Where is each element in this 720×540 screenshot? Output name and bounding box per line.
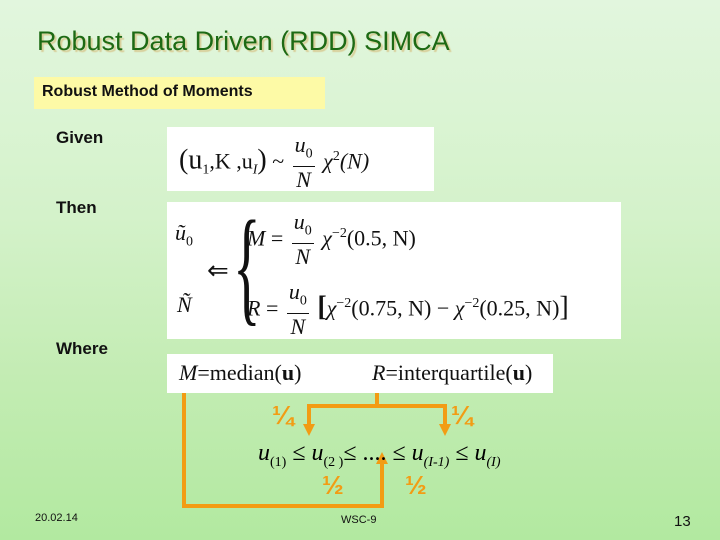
given-formula-box: (u1,K ,uI) ~ u0 N χ2(N) <box>167 127 434 193</box>
page-number: 13 <box>674 513 691 530</box>
arrow-up-icon <box>376 452 388 464</box>
given-formula: (u1,K ,uI) ~ u0 N χ2(N) <box>179 132 370 193</box>
slide-title: Robust Data Driven (RDD) SIMCA <box>37 26 450 56</box>
arrow-down-icon <box>303 424 315 436</box>
brace: { <box>233 195 261 337</box>
subtitle: Robust Method of Moments <box>42 83 253 100</box>
quarter-left: ¼ <box>272 400 294 430</box>
footer-center: WSC-9 <box>341 514 377 526</box>
median-definition: M=median(u) <box>179 360 302 385</box>
half-left: ½ <box>322 470 344 500</box>
label-given: Given <box>56 128 104 147</box>
label-where: Where <box>56 339 108 358</box>
then-formula-box: ũ0 Ñ ⇐ { M = u0 N χ−2(0.5, N) R = u0 N [… <box>167 196 621 340</box>
order-statistics: u(1) ≤ u(2 )≤ .... ≤ u(I-1) ≤ u(I) <box>258 440 501 470</box>
subtitle-box: Robust Method of Moments <box>34 77 325 109</box>
footer-date: 20.02.14 <box>35 512 78 524</box>
u0-tilde: ũ0 <box>175 220 193 250</box>
left-arrow-icon: ⇐ <box>207 256 229 285</box>
fraction-u0-over-N: u0 N <box>292 132 315 193</box>
interquartile-definition: R=interquartile(u) <box>372 360 533 385</box>
M-equation: M = u0 N χ−2(0.5, N) <box>247 209 416 270</box>
label-then: Then <box>56 198 97 217</box>
half-right: ½ <box>405 470 427 500</box>
R-equation: R = u0 N [χ−2(0.75, N) − χ−2(0.25, N)] <box>247 279 569 340</box>
arrow-down-icon <box>439 424 451 436</box>
quarter-right: ¼ <box>451 400 473 430</box>
where-formula-box: M=median(u) R=interquartile(u) <box>167 354 553 393</box>
N-tilde: Ñ <box>177 292 192 317</box>
